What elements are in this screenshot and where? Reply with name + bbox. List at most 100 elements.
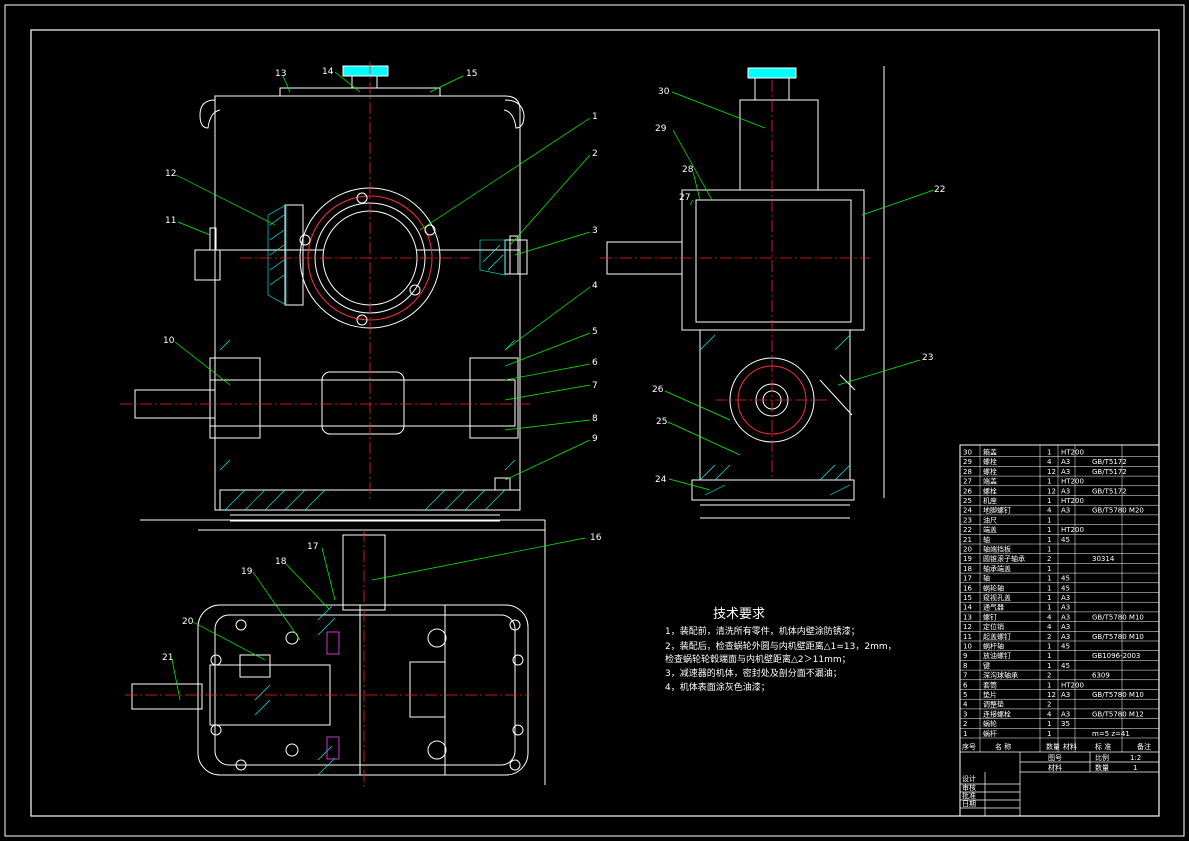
bom-cell-qty: 1: [1047, 565, 1051, 573]
front-centerlines: [120, 62, 530, 500]
balloon-27: 27: [679, 193, 690, 203]
balloon-5: 5: [592, 327, 598, 337]
bom-cell-mat: HT200: [1061, 526, 1084, 534]
bom-cell-name: 机座: [983, 496, 997, 505]
balloon-13: 13: [275, 69, 286, 79]
bom-cell-mat: A3: [1061, 691, 1070, 699]
bom-cell-name: 轴端挡板: [983, 545, 1011, 554]
bom-cell-qty: 2: [1047, 555, 1051, 563]
top-balloons: 16 17 18 19 20 21: [162, 533, 602, 663]
bom-cell-no: 10: [963, 643, 972, 651]
front-leaders: [174, 71, 591, 481]
balloon-11: 11: [165, 216, 176, 226]
bom-cell-mat: A3: [1061, 594, 1070, 602]
bom-cell-name: 油尺: [983, 515, 997, 524]
bom-cell-mat: 45: [1061, 662, 1070, 670]
bom-cell-name: 键: [983, 661, 990, 670]
bom-cell-mat: A3: [1061, 458, 1070, 466]
bom-cell-std: GB1096-2003: [1092, 652, 1140, 660]
bom-cell-qty: 4: [1047, 710, 1052, 718]
bom-cell-no: 18: [963, 565, 972, 573]
bom-cell-no: 14: [963, 604, 972, 612]
bom-header-note: 备注: [1137, 742, 1151, 751]
front-view: [134, 65, 528, 522]
bom-cell-qty: 1: [1047, 662, 1051, 670]
bom-cell-qty: 1: [1047, 681, 1051, 689]
bom-cell-no: 25: [963, 497, 972, 505]
bom-cell-qty: 4: [1047, 613, 1052, 621]
bom-cell-std: GB/T5780 M10: [1092, 633, 1144, 641]
bom-cell-mat: HT200: [1061, 681, 1084, 689]
bom-cell-qty: 4: [1047, 458, 1052, 466]
bom-cell-name: 窥视孔盖: [983, 593, 1011, 602]
front-balloons: 13 14 15 1 2 3 4 5 6 7 8 9 10 11 12: [163, 67, 598, 444]
bom-cell-qty: 1: [1047, 594, 1051, 602]
bom-cell-mat: HT200: [1061, 478, 1084, 486]
bom-cell-mat: HT200: [1061, 449, 1084, 457]
bom-cell-qty: 1: [1047, 449, 1051, 457]
bom-cell-name: 连接螺栓: [983, 709, 1011, 718]
balloon-30: 30: [658, 87, 670, 97]
bom-cell-std: 6309: [1092, 672, 1110, 680]
bom-cell-mat: 45: [1061, 575, 1070, 583]
bom-cell-mat: A3: [1061, 623, 1070, 631]
balloon-21: 21: [162, 653, 173, 663]
inner-frame: [30, 29, 1160, 817]
bom-header-mat: 材料: [1063, 742, 1077, 751]
balloon-3: 3: [592, 226, 598, 236]
bom-header-no: 序号: [962, 742, 976, 751]
balloon-16: 16: [590, 533, 602, 543]
side-centerlines: [600, 80, 870, 480]
balloon-18: 18: [275, 557, 287, 567]
bom-cell-qty: 4: [1047, 507, 1052, 515]
bom-cell-qty: 1: [1047, 546, 1051, 554]
tb-scale-value: 1:2: [1130, 754, 1141, 762]
bom-cell-no: 16: [963, 584, 972, 592]
bom-cell-name: 圆锥滚子轴承: [983, 554, 1025, 563]
bom-cell-no: 28: [963, 468, 972, 476]
bom-cell-no: 7: [963, 672, 967, 680]
bom-cell-name: 轴: [983, 574, 990, 583]
balloon-20: 20: [182, 617, 194, 627]
bom-cell-name: 深沟球轴承: [983, 671, 1018, 680]
bom-cell-qty: 12: [1047, 691, 1056, 699]
balloon-15: 15: [466, 69, 477, 79]
bom-cell-qty: 12: [1047, 468, 1056, 476]
bom-cell-std: GB/T5780 M20: [1092, 507, 1144, 515]
bom-cell-mat: A3: [1061, 613, 1070, 621]
bom-cell-no: 8: [963, 662, 967, 670]
bom-cell-qty: 1: [1047, 643, 1051, 651]
tb-qty-value: 1: [1133, 764, 1137, 772]
top-hatch: [254, 605, 336, 776]
bom-cell-no: 2: [963, 720, 967, 728]
bom-cell-no: 24: [963, 507, 972, 515]
bom-cell-name: 蜗杆轴: [983, 642, 1004, 651]
balloon-19: 19: [241, 567, 253, 577]
tb-approve: 批准: [962, 791, 976, 800]
bom-cell-no: 22: [963, 526, 972, 534]
balloon-14: 14: [322, 67, 334, 77]
bom-cell-mat: A3: [1061, 468, 1070, 476]
bom-cell-name: 螺栓: [983, 457, 997, 466]
bom-cell-qty: 1: [1047, 730, 1051, 738]
tech-line-3: 检查蜗轮轮毂端面与内机壁距离△2＞11mm；: [665, 653, 851, 665]
bom-cell-qty: 1: [1047, 584, 1051, 592]
side-view: [606, 66, 885, 519]
tb-material-label: 材料: [1048, 763, 1062, 772]
bom-cell-name: 垫片: [983, 690, 997, 699]
bom-cell-mat: A3: [1061, 604, 1070, 612]
balloon-4: 4: [592, 281, 598, 291]
bom-cell-qty: 2: [1047, 672, 1051, 680]
side-balloons: 30 29 28 27 22 23 26 25 24: [652, 87, 945, 485]
bom-cell-name: 箱盖: [983, 448, 997, 457]
bom-cell-qty: 2: [1047, 701, 1051, 709]
tech-line-5: 4，机体表面涂灰色油漆；: [665, 681, 770, 693]
tech-line-2: 2，装配后，检查蜗轮外圆与内机壁距离△1=13，2mm，: [665, 640, 897, 652]
bom-cell-mat: 45: [1061, 643, 1070, 651]
bom-cell-mat: A3: [1061, 710, 1070, 718]
bom-cell-name: 起盖螺钉: [983, 632, 1011, 641]
bom-header-qty: 数量: [1046, 742, 1060, 751]
bom-header-std: 标 准: [1095, 742, 1111, 751]
bom-cell-no: 1: [963, 730, 967, 738]
